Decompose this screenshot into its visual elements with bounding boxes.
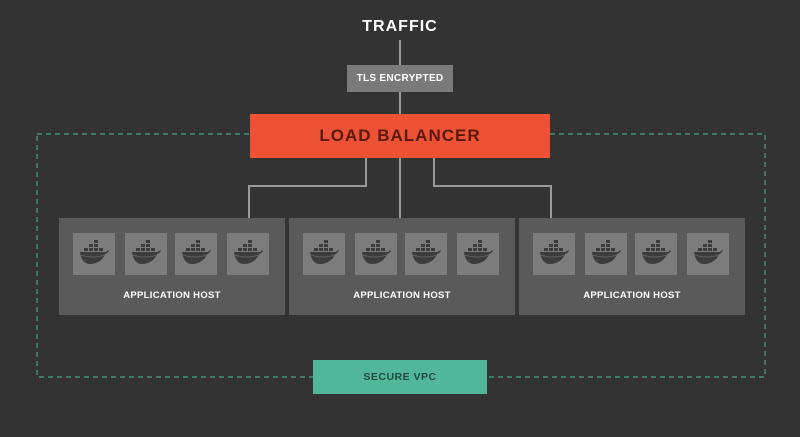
load-balancer-label: LOAD BALANCER — [319, 126, 481, 145]
container-tile — [73, 233, 115, 275]
docker-whale-icon — [412, 240, 441, 264]
container-tile — [355, 233, 397, 275]
application-host-label: APPLICATION HOST — [123, 290, 221, 301]
container-tile — [533, 233, 575, 275]
docker-whale-icon — [234, 240, 263, 264]
secure-vpc-box: SECURE VPC — [313, 360, 487, 394]
container-tile — [457, 233, 499, 275]
container-tile — [125, 233, 167, 275]
application-host-3: APPLICATION HOST — [519, 218, 745, 315]
container-tile — [175, 233, 217, 275]
docker-whale-icon — [80, 240, 109, 264]
secure-vpc-label: SECURE VPC — [363, 371, 437, 383]
tls-encrypted-box: TLS ENCRYPTED — [347, 65, 453, 92]
docker-whale-icon — [362, 240, 391, 264]
application-host-1: APPLICATION HOST — [59, 218, 285, 315]
lb-to-host-1-line — [248, 158, 367, 218]
load-balancer-box: LOAD BALANCER — [250, 114, 550, 158]
container-tile — [227, 233, 269, 275]
tls-label: TLS ENCRYPTED — [356, 73, 444, 84]
application-host-label: APPLICATION HOST — [353, 290, 451, 301]
container-tile — [405, 233, 447, 275]
docker-whale-icon — [540, 240, 569, 264]
docker-whale-icon — [694, 240, 723, 264]
docker-whale-icon — [642, 240, 671, 264]
traffic-title: TRAFFIC — [362, 18, 438, 35]
container-tile — [635, 233, 677, 275]
lb-to-host-3-line — [433, 158, 552, 218]
application-host-label: APPLICATION HOST — [583, 290, 681, 301]
application-host-2: APPLICATION HOST — [289, 218, 515, 315]
docker-whale-icon — [182, 240, 211, 264]
docker-whale-icon — [464, 240, 493, 264]
docker-whale-icon — [592, 240, 621, 264]
container-tile — [687, 233, 729, 275]
docker-whale-icon — [132, 240, 161, 264]
container-tile — [585, 233, 627, 275]
container-tile — [303, 233, 345, 275]
docker-whale-icon — [310, 240, 339, 264]
